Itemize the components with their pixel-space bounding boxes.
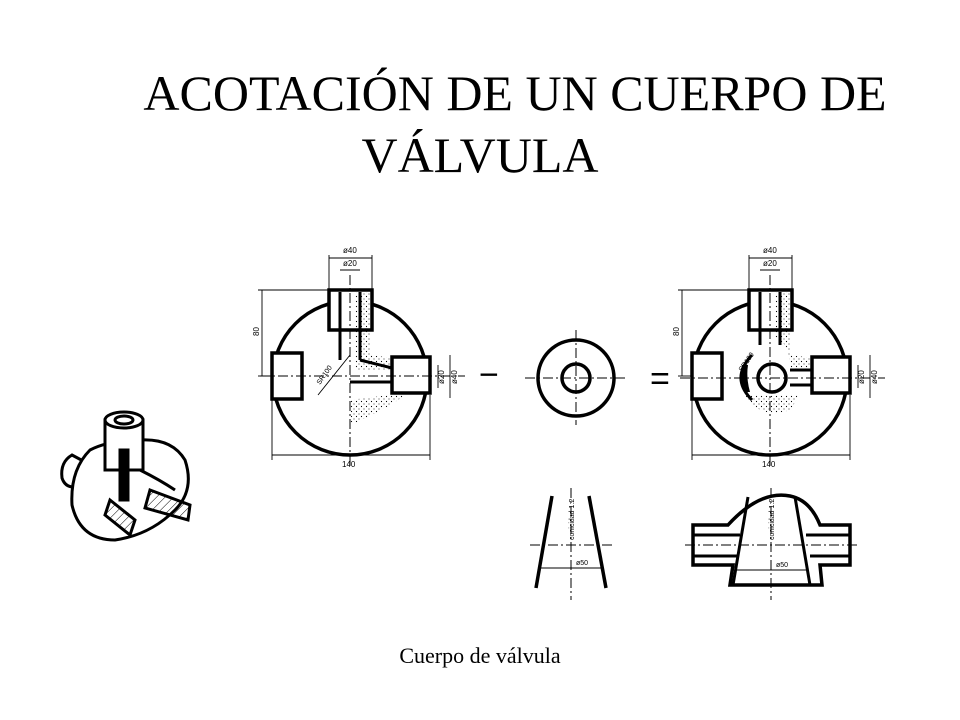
dim-d20-right-view3: ø20 [857, 370, 866, 384]
view-4-cone: conicidad 1:2 ø50 [530, 488, 612, 600]
dim-d20-view3: ø20 [763, 259, 777, 268]
dim-conicidad-view5: conicidad 1:2 [769, 499, 776, 540]
dim-d40-view3: ø40 [763, 246, 777, 255]
view-1-section: ø40 ø20 80 140 SR100 ø20 ø40 [252, 246, 465, 469]
dim-d20-view1: ø20 [343, 259, 357, 268]
dim-conicidad-view4: conicidad 1:2 [569, 499, 576, 540]
dim-d40-right-view3: ø40 [870, 370, 879, 384]
view-2-plug-top [525, 330, 628, 425]
dim-140-view1: 140 [342, 460, 356, 469]
dim-80-view1: 80 [252, 327, 261, 336]
dim-140-view3: 140 [762, 460, 776, 469]
page-title: ACOTACIÓN DE UN CUERPO DE VÁLVULA [0, 62, 960, 186]
dim-80-view3: 80 [672, 327, 681, 336]
title-line-1: ACOTACIÓN DE UN CUERPO DE [143, 65, 887, 121]
view-3-result: ø40 ø20 80 140 SR100 ø20 ø40 [672, 246, 885, 469]
dim-d50-view5: ø50 [776, 562, 788, 569]
dim-d40-right-view1: ø40 [450, 370, 459, 384]
figure-caption: Cuerpo de válvula [399, 643, 561, 668]
view-5-front-section: conicidad 1:2 ø50 [685, 488, 860, 600]
dim-d20-right-view1: ø20 [437, 370, 446, 384]
minus-operator: − [479, 356, 499, 394]
isometric-sketch [60, 410, 192, 542]
title-line-2: VÁLVULA [361, 127, 599, 183]
dim-d40-view1: ø40 [343, 246, 357, 255]
dim-d50-view4: ø50 [576, 560, 588, 567]
equals-operator: = [650, 360, 670, 398]
